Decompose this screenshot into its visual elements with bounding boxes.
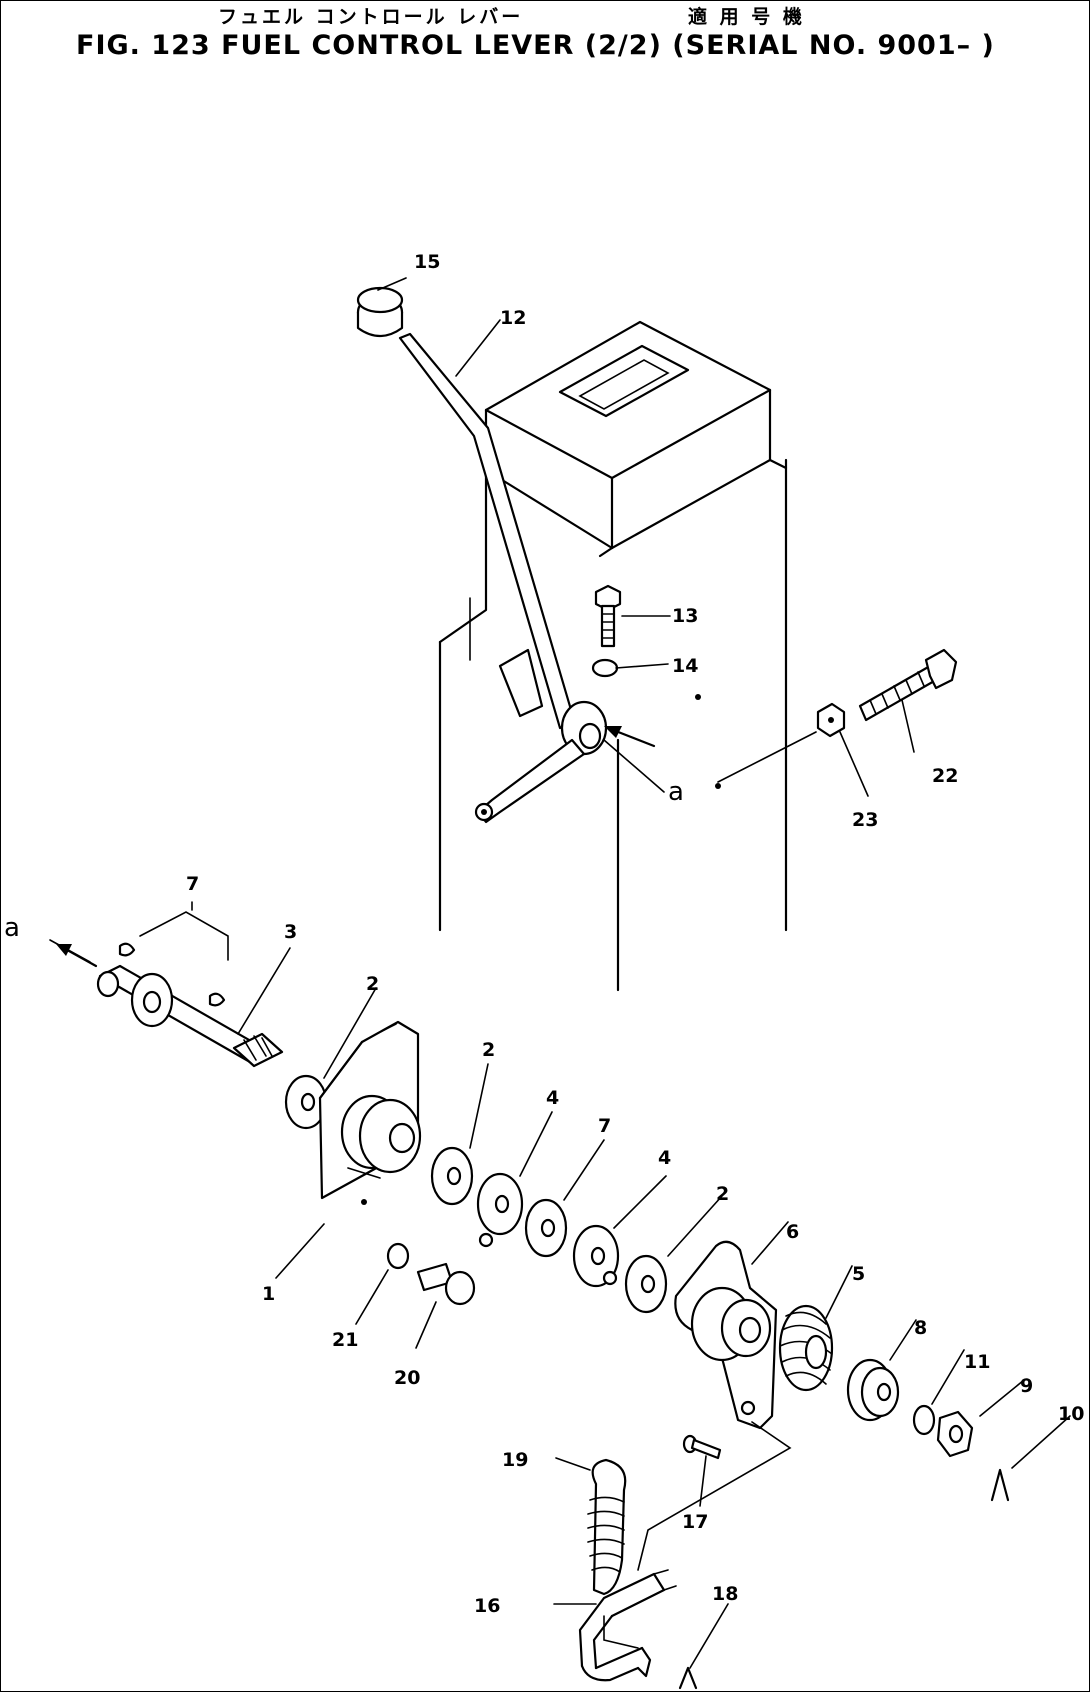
label-2c: 2 [716,1183,729,1205]
label-ref-a-lower: a [4,913,20,943]
washer-2b [430,1146,474,1206]
label-12: 12 [500,307,526,329]
label-18: 18 [712,1583,738,1605]
fuel-control-lever [398,332,608,824]
label-4a: 4 [546,1087,559,1109]
mount-hole-upper [695,694,701,700]
japanese-serial-label: 適 用 号 機 [688,6,805,28]
figure-title: FIG. 123 FUEL CONTROL LEVER (2/2) (SERIA… [76,30,995,61]
label-7: 7 [186,873,199,895]
label-20: 20 [394,1367,420,1389]
label-21: 21 [332,1329,358,1351]
plate-4b [572,1224,620,1288]
pin-17 [682,1434,722,1460]
reference-arrows [56,726,656,968]
pin-7b [208,992,226,1007]
washer-11 [912,1404,936,1436]
label-6: 6 [786,1221,799,1243]
washer-14 [591,658,619,678]
nut-23 [816,702,846,738]
label-4b: 4 [658,1147,671,1169]
label-19: 19 [502,1449,528,1471]
label-8: 8 [914,1317,927,1339]
label-16: 16 [474,1595,500,1617]
collar-8 [846,1358,900,1422]
label-7b: 7 [598,1115,611,1137]
label-9: 9 [1020,1375,1033,1397]
label-ref-a-upper: a [668,777,684,807]
bolt-22 [858,648,958,722]
label-5: 5 [852,1263,865,1285]
plate-4a [476,1172,524,1248]
washer-21 [386,1242,410,1270]
label-2a: 2 [366,973,379,995]
label-10: 10 [1058,1403,1084,1425]
cotter-pin-18 [678,1666,698,1690]
label-13: 13 [672,605,698,627]
japanese-title: フュエル コントロール レバー [218,6,524,28]
label-17: 17 [682,1511,708,1533]
cotter-pin-10 [990,1468,1010,1502]
part-labels: 15 12 13 14 a 22 23 7 3 a 2 2 4 7 4 2 6 … [4,251,1084,1617]
pin-7a [118,942,136,957]
label-23: 23 [852,809,878,831]
washer-7 [524,1198,568,1258]
label-2b: 2 [482,1039,495,1061]
label-3: 3 [284,921,297,943]
spring-5 [778,1304,834,1392]
control-pedestal [438,320,788,992]
bracket-1 [318,1020,422,1205]
lever-6 [674,1240,778,1430]
label-1: 1 [262,1283,275,1305]
bolt-20 [416,1262,476,1306]
leader-lines [49,277,1071,1669]
washer-2c [624,1254,668,1314]
nut-9 [936,1410,974,1458]
bolt-13 [594,584,622,648]
spring-19 [587,1458,627,1596]
label-11: 11 [964,1351,990,1373]
lever-knob [356,286,404,338]
label-22: 22 [932,765,958,787]
label-14: 14 [672,655,698,677]
label-15: 15 [414,251,440,273]
mount-hole-lower [715,783,721,789]
rod-16 [578,1569,677,1682]
shaft-3 [96,964,284,1068]
